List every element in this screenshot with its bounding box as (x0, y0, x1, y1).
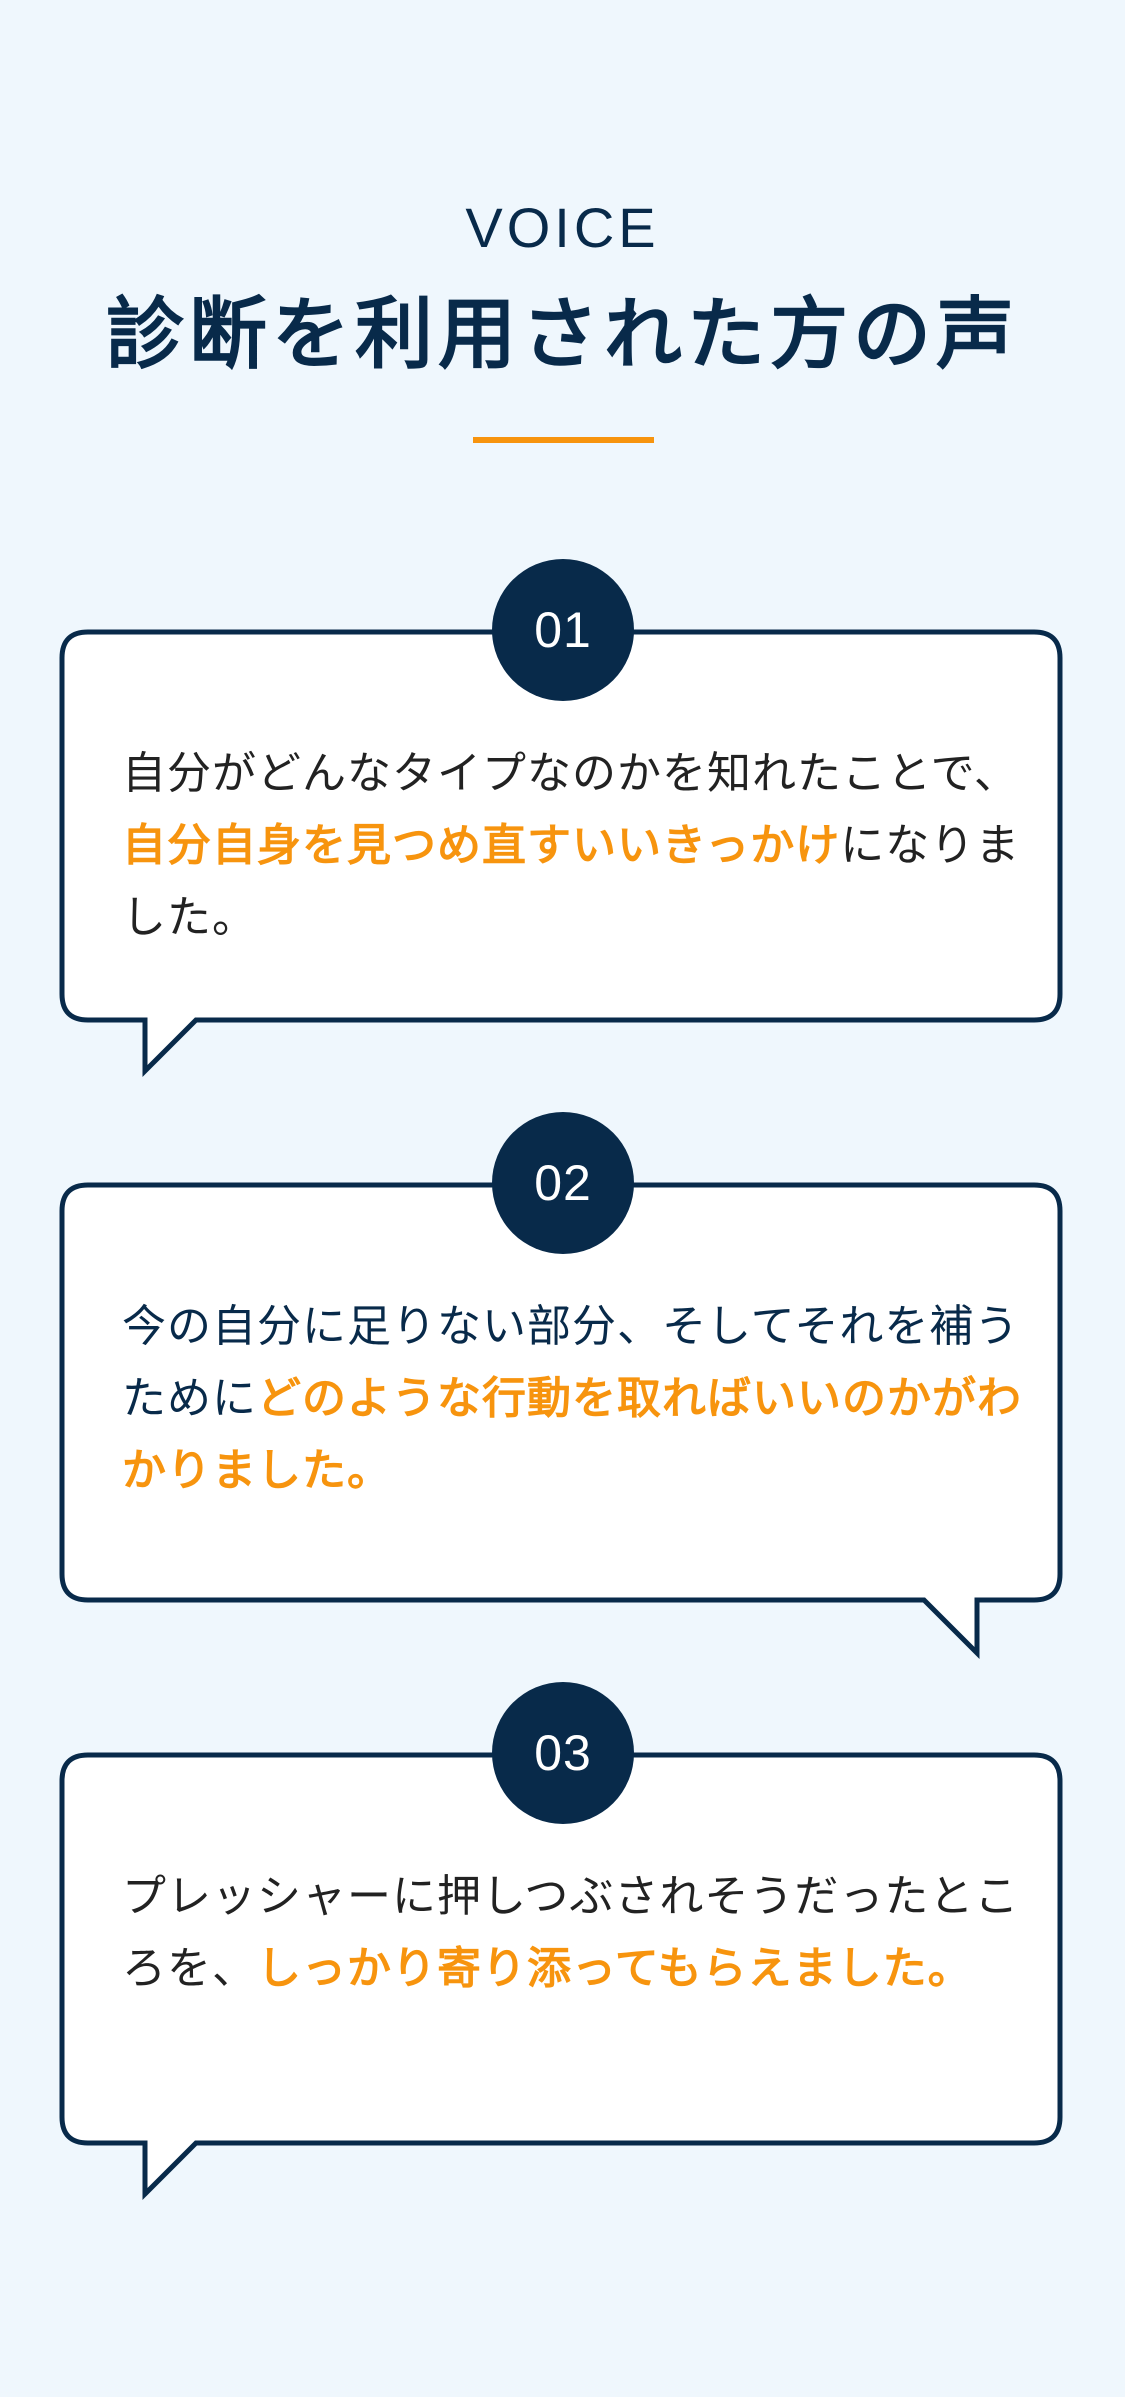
voice-card-02: 02 今の自分に足りない部分、そしてそれを補うためにどのような行動を取ればいいの… (59, 1112, 1063, 1660)
voice-quote: プレッシャーに押しつぶされそうだったところを、しっかり寄り添ってもらえました。 (122, 1861, 1022, 2005)
voice-card-01: 01 自分がどんなタイプなのかを知れたことで、自分自身を見つめ直すいいきっかけに… (59, 559, 1063, 1078)
voice-number-badge: 01 (492, 559, 634, 701)
speech-bubble-shape (59, 1182, 1063, 1660)
quote-text: になりました。 (122, 820, 1021, 943)
quote-text: 自分がどんなタイプなのかを知れたことで、 (122, 748, 1019, 799)
speech-bubble-shape (59, 629, 1063, 1078)
quote-text: プレッシャーに押しつぶされそうだったところを、 (122, 1871, 1020, 1994)
quote-highlight: しっかり寄り添ってもらえました。 (257, 1943, 973, 1994)
quote-highlight: 自分自身を見つめ直すいいきっかけ (122, 820, 841, 871)
voice-number-badge: 03 (492, 1682, 634, 1824)
voice-card-03: 03 プレッシャーに押しつぶされそうだったところを、しっかり寄り添ってもらえまし… (59, 1682, 1063, 2201)
title-divider (473, 437, 654, 443)
speech-bubble-shape (59, 1752, 1063, 2201)
section-eyebrow: VOICE (465, 196, 660, 259)
voice-quote: 今の自分に足りない部分、そしてそれを補うためにどのような行動を取ればいいのかがわ… (122, 1291, 1022, 1507)
quote-text: 今の自分に足りない部分、そしてそれを補うために (122, 1301, 1020, 1424)
voice-number-badge: 02 (492, 1112, 634, 1254)
voice-quote: 自分がどんなタイプなのかを知れたことで、自分自身を見つめ直すいいきっかけになりま… (122, 738, 1022, 954)
section-title: 診断を利用された方の声 (105, 290, 1019, 380)
quote-highlight: どのような行動を取ればいいのかがわかりました。 (122, 1373, 1022, 1496)
